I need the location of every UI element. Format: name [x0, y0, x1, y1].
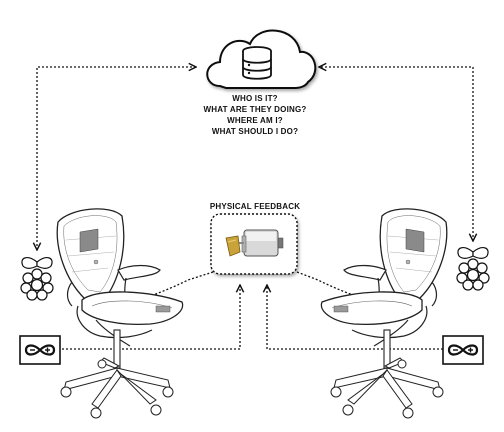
link-right-pi-cloud — [319, 67, 473, 241]
link-right-arduino-feedback — [267, 285, 443, 350]
cloud-question-1: WHO IS IT? — [232, 94, 278, 103]
left-raspberry-pi-icon — [20, 257, 54, 301]
right-arduino-icon — [441, 334, 485, 366]
cloud-question-3: WHERE AM I? — [227, 116, 283, 125]
vibration-motor-icon — [225, 229, 284, 257]
database-icon — [242, 46, 272, 80]
left-chair — [56, 208, 184, 419]
left-arduino-icon — [18, 334, 62, 366]
feedback-label: PHYSICAL FEEDBACK — [209, 202, 301, 211]
link-left-pi-cloud — [37, 67, 196, 250]
right-raspberry-pi-icon — [456, 247, 490, 291]
cloud-question-2: WHAT ARE THEY DOING? — [203, 105, 307, 114]
right-chair — [320, 208, 448, 419]
link-left-arduino-feedback — [62, 285, 240, 350]
cloud-question-4: WHAT SHOULD I DO? — [211, 127, 299, 136]
